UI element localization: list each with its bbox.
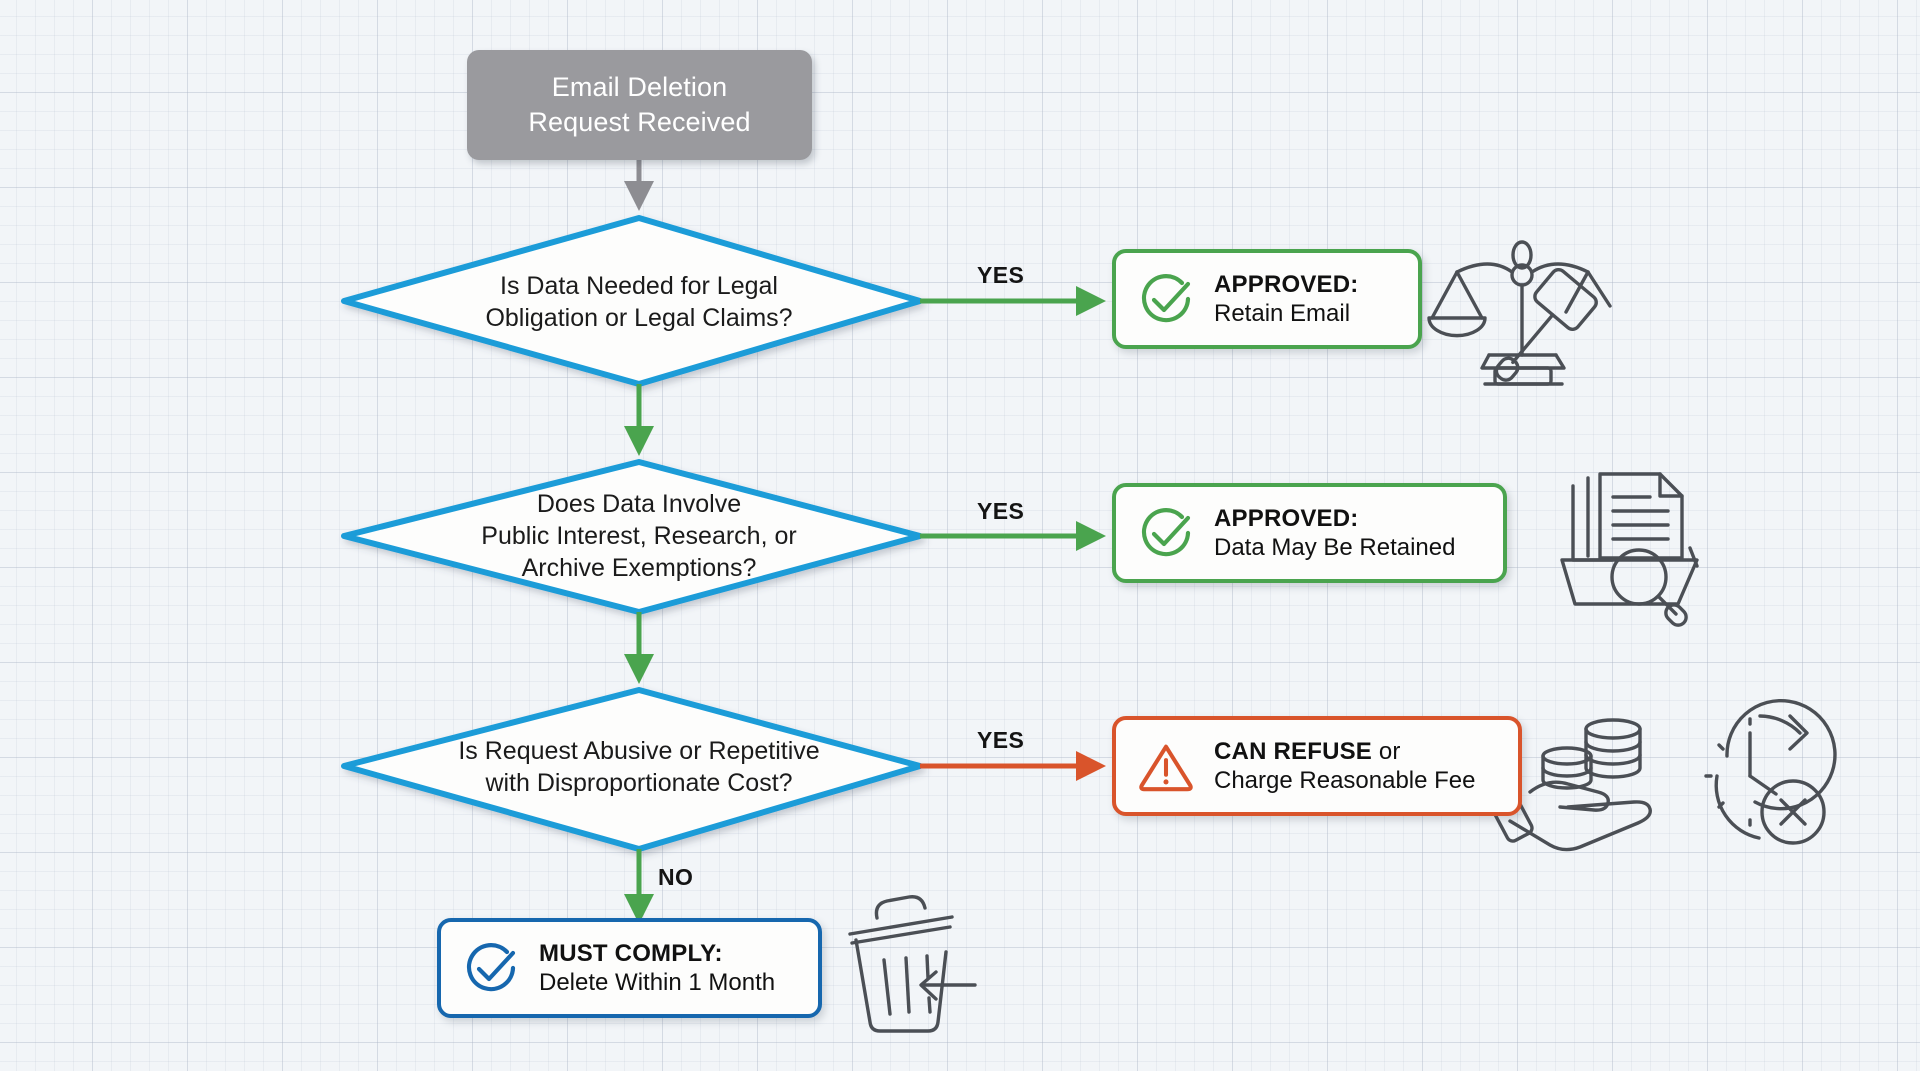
warning-triangle-icon: [1136, 736, 1196, 796]
decision-1-label: Is Data Needed for Legal Obligation or L…: [485, 272, 793, 332]
scales-of-justice-gavel-icon: [1427, 240, 1612, 386]
clock-refresh-x-icon: [1704, 698, 1837, 845]
outcome-can-refuse[interactable]: CAN REFUSE or Charge Reasonable Fee: [1112, 716, 1522, 816]
folder-documents-magnifier-icon: [1560, 472, 1699, 627]
outcome-text-group: CAN REFUSE or Charge Reasonable Fee: [1214, 737, 1476, 796]
outcome-title: APPROVED:: [1214, 504, 1359, 532]
start-node[interactable]: Email Deletion Request Received: [467, 50, 812, 160]
decision-diamond-public-interest: [341, 459, 923, 615]
decision-2-label: Does Data Involve Public Interest, Resea…: [481, 490, 797, 582]
check-circle-icon: [1136, 269, 1196, 329]
outcome-title-suffix: or: [1372, 737, 1401, 765]
outcome-title: MUST COMPLY:: [539, 939, 723, 967]
edge-label-yes-3: YES: [977, 727, 1025, 753]
outcome-title: APPROVED:: [1214, 270, 1359, 298]
outcome-data-may-be-retained[interactable]: APPROVED: Data May Be Retained: [1112, 483, 1507, 583]
trash-can-arrow-in-icon: [848, 895, 977, 1033]
outcome-must-comply[interactable]: MUST COMPLY: Delete Within 1 Month: [437, 918, 822, 1018]
outcome-title: CAN REFUSE or: [1214, 737, 1476, 766]
outcome-subtitle: Data May Be Retained: [1214, 534, 1456, 561]
decision-3-label: Is Request Abusive or Repetitive with Di…: [458, 737, 820, 797]
outcome-retain-email[interactable]: APPROVED: Retain Email: [1112, 249, 1422, 349]
outcome-text-group: MUST COMPLY: Delete Within 1 Month: [539, 939, 775, 998]
check-circle-icon: [1136, 503, 1196, 563]
outcome-text-group: APPROVED: Data May Be Retained: [1214, 504, 1455, 563]
outcome-subtitle: Retain Email: [1214, 300, 1351, 327]
outcome-title-strong: CAN REFUSE: [1214, 737, 1373, 765]
start-node-label: Email Deletion Request Received: [528, 71, 751, 137]
edge-label-no-3: NO: [658, 864, 694, 890]
decision-diamond-legal-obligation: [341, 215, 923, 387]
check-circle-icon: [461, 938, 521, 998]
outcome-subtitle: Delete Within 1 Month: [539, 969, 776, 996]
edge-label-yes-1: YES: [977, 262, 1025, 288]
decision-diamond-abusive-request: [341, 687, 923, 852]
edge-label-yes-2: YES: [977, 498, 1025, 524]
outcome-text-group: APPROVED: Retain Email: [1214, 270, 1359, 329]
outcome-subtitle: Charge Reasonable Fee: [1214, 767, 1476, 794]
